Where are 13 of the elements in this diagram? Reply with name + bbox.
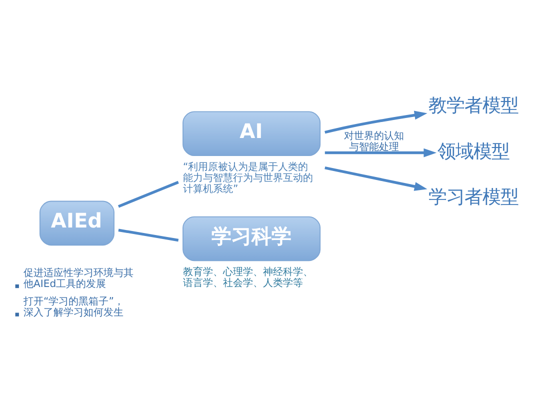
node-label: 打开“学习的黑箱子”，深入了解学习如何发生	[24, 296, 124, 318]
arrow	[324, 148, 437, 157]
connector	[118, 180, 179, 208]
node-text: 领域模型	[438, 140, 510, 162]
node-label: “利用原被认为是属于人类的能力与智慧行为与世界互动的计算机系统”	[183, 161, 313, 194]
node-text: 教学者模型	[428, 95, 519, 116]
node-text: 学习者模型	[428, 186, 519, 208]
connector	[118, 228, 179, 242]
node-label: 教育学、心理学、神经科学、语言学、社会学、人类学等	[183, 266, 313, 289]
edge-label: 对世界的认知与智能处理	[344, 130, 404, 152]
arrow	[324, 110, 428, 134]
node-label: 促进适应性学习环境与其他AIEd工具的发展	[24, 268, 134, 290]
arrow	[324, 166, 428, 190]
